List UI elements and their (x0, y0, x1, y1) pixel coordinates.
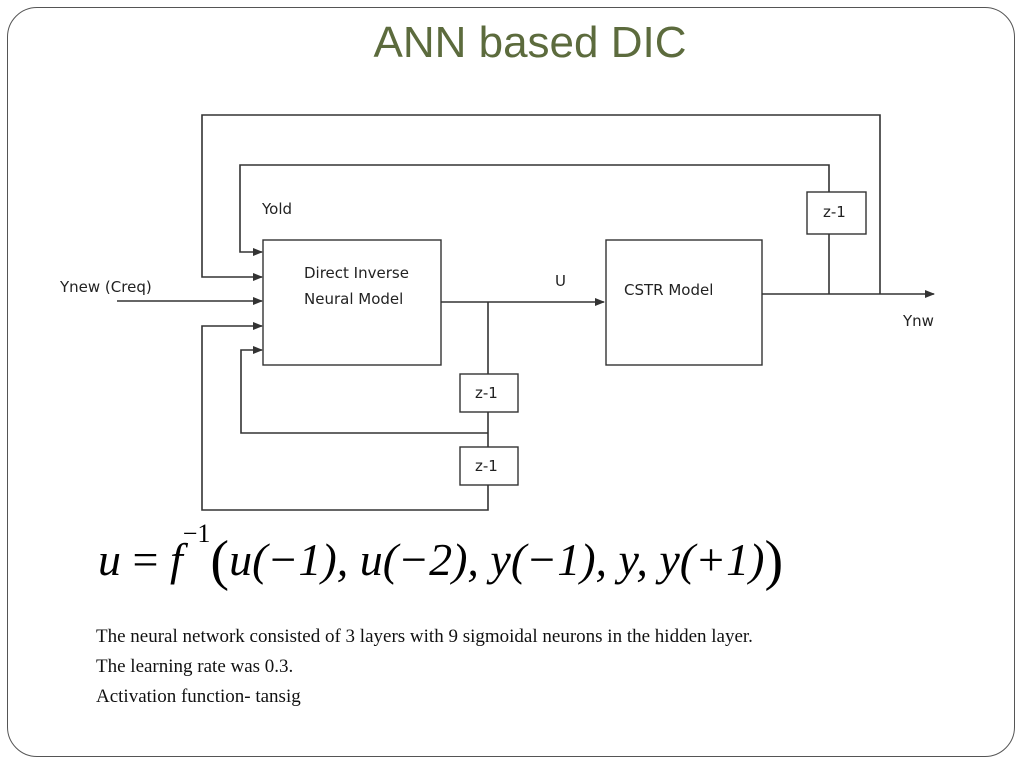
yold-label: Yold (261, 200, 292, 218)
delay-top-label: z-1 (823, 203, 846, 221)
delay-block-low (459, 446, 519, 486)
control-law-equation: u = f−1(u(−1), u(−2), y(−1), y, y(+1)) (98, 519, 928, 595)
u-delay2-feedback (201, 322, 489, 511)
neural-block-label-2: Neural Model (304, 290, 403, 308)
delay-mid-label: z-1 (475, 384, 498, 402)
equation-equals: = (121, 534, 170, 585)
delay-block-mid (459, 373, 519, 413)
delay-low-label: z-1 (475, 457, 498, 475)
neural-model-block (262, 239, 442, 366)
note-line-1: The neural network consisted of 3 layers… (96, 626, 753, 647)
equation-lhs: u (98, 534, 121, 585)
equation-arguments: u(−1), u(−2), y(−1), y, y(+1) (229, 534, 765, 585)
equation-function: f (169, 534, 183, 585)
note-line-3: Activation function- tansig (96, 686, 301, 707)
outer-feedback-line (201, 114, 881, 294)
cstr-block-label: CSTR Model (624, 281, 713, 299)
notes-block: The neural network consisted of 3 layers… (96, 622, 976, 712)
equation-exponent: −1 (182, 519, 211, 548)
u-delay1-feedback (240, 346, 488, 434)
slide-title: ANN based DIC (373, 18, 687, 67)
neural-block-label-1: Direct Inverse (304, 264, 409, 282)
yold-feedback-line-upper (239, 164, 830, 256)
equation-open-paren: ( (210, 530, 230, 592)
delay-block-top (806, 191, 867, 235)
input-label: Ynew (Creq) (59, 278, 152, 296)
output-label: Ynw (902, 312, 934, 330)
slide-frame (7, 7, 1015, 757)
u-label: U (555, 272, 566, 290)
note-line-2: The learning rate was 0.3. (96, 656, 294, 677)
cstr-model-block (605, 239, 763, 366)
equation-close-paren: ) (764, 530, 784, 592)
